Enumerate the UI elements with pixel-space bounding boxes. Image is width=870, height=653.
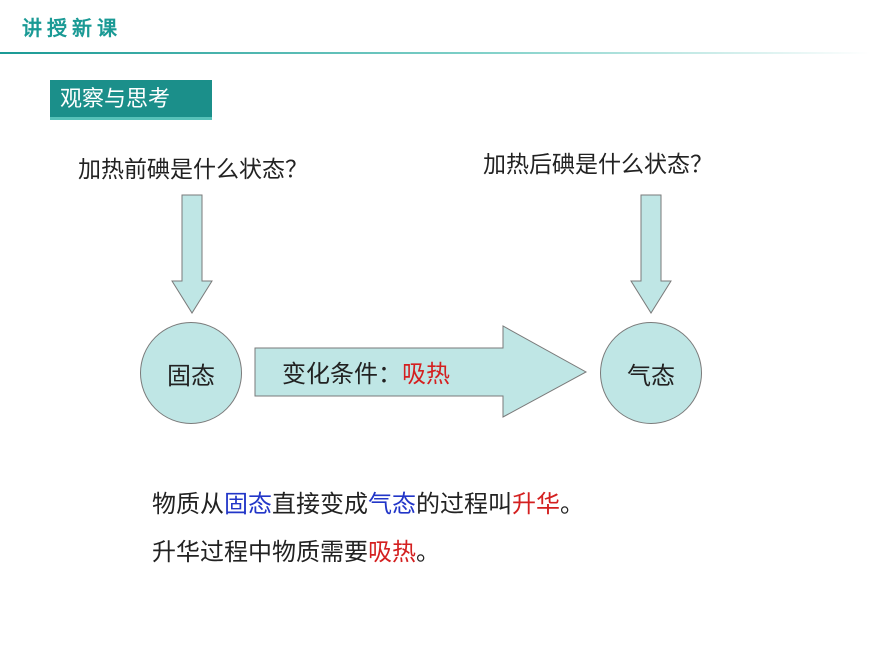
down-arrow-right-icon: [630, 194, 672, 314]
conclusion-line-1: 物质从固态直接变成气态的过程叫升华。: [152, 484, 584, 519]
header-divider: [0, 52, 870, 54]
transition-condition: 吸热: [402, 360, 450, 388]
highlight-gas: 气态: [368, 490, 416, 518]
solid-state-label: 固态: [167, 361, 215, 390]
section-badge: 观察与思考: [50, 80, 212, 120]
highlight-heat: 吸热: [368, 538, 416, 566]
gas-state-circle: 气态: [600, 322, 702, 424]
down-arrow-left-icon: [171, 194, 213, 314]
text-segment: 。: [416, 538, 440, 566]
text-segment: 直接变成: [272, 490, 368, 518]
conclusion-line-2: 升华过程中物质需要吸热。: [152, 532, 440, 567]
text-segment: 物质从: [152, 490, 224, 518]
transition-arrow-icon: [254, 325, 588, 418]
highlight-solid: 固态: [224, 490, 272, 518]
solid-state-circle: 固态: [140, 322, 242, 424]
transition-label: 变化条件：吸热: [282, 354, 450, 389]
question-before-heating: 加热前碘是什么状态？: [78, 157, 308, 183]
header-title: 讲授新课: [22, 16, 122, 40]
question-after-heating: 加热后碘是什么状态？: [483, 152, 713, 178]
text-segment: 的过程叫: [416, 490, 512, 518]
transition-label-text: 变化条件：: [282, 360, 402, 388]
gas-state-label: 气态: [627, 361, 675, 390]
text-segment: 。: [560, 490, 584, 518]
highlight-term: 升华: [512, 490, 560, 518]
text-segment: 升华过程中物质需要: [152, 538, 368, 566]
